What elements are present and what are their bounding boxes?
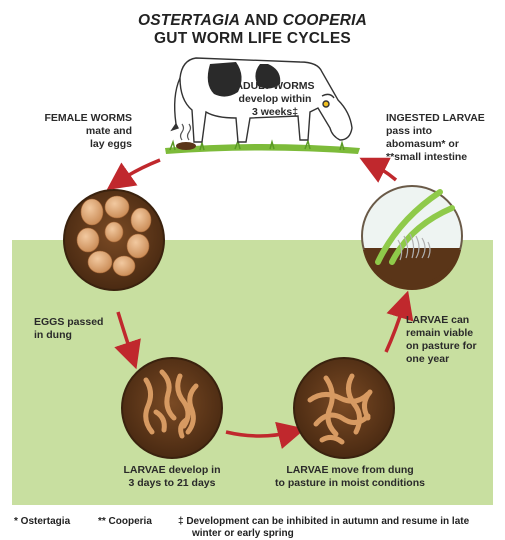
ingested-larvae-line4: **small intestine [386, 151, 496, 164]
female-worms-line3: lay eggs [36, 138, 132, 151]
larvae-move-heading: LARVAE move from dung [270, 464, 430, 477]
eggs-passed-line2: in dung [34, 329, 134, 342]
larvae-develop-heading: LARVAE develop in [114, 464, 230, 477]
footnote-inhibition: ‡ Development can be inhibited in autumn… [178, 516, 498, 540]
arrow-adult-to-eggs [118, 160, 160, 182]
larvae-move-line2: to pasture in moist conditions [270, 477, 430, 490]
larvae-viable-heading: LARVAE can [406, 314, 496, 327]
adult-worms-line2: develop within [220, 93, 330, 106]
label-female-worms: FEMALE WORMS mate and lay eggs [36, 112, 132, 151]
female-worms-heading: FEMALE WORMS [36, 112, 132, 125]
larvae-develop-line2: 3 days to 21 days [114, 477, 230, 490]
adult-worms-line3: 3 weeks‡ [220, 106, 330, 119]
larvae-on-grass-circle [362, 186, 462, 290]
eggs-passed-heading: EGGS passed [34, 316, 134, 329]
ingested-larvae-line2: pass into [386, 125, 496, 138]
label-larvae-move: LARVAE move from dung to pasture in mois… [270, 464, 430, 490]
larvae-viable-line4: one year [406, 353, 496, 366]
label-adult-worms: ADULT WORMS develop within 3 weeks‡ [220, 80, 330, 119]
footnote-cooperia: ** Cooperia [98, 516, 152, 528]
egg [105, 196, 129, 218]
ingested-larvae-heading: INGESTED LARVAE [386, 112, 496, 125]
label-ingested-larvae: INGESTED LARVAE pass into abomasum* or *… [386, 112, 496, 164]
female-worms-line2: mate and [36, 125, 132, 138]
label-larvae-viable: LARVAE can remain viable on pasture for … [406, 314, 496, 366]
label-larvae-develop: LARVAE develop in 3 days to 21 days [114, 464, 230, 490]
larvae-viable-line3: on pasture for [406, 340, 496, 353]
egg [81, 199, 103, 225]
arrow-pasture-to-grass [386, 304, 404, 352]
footnote-inhibition-line2: winter or early spring [178, 528, 498, 540]
egg [131, 208, 151, 232]
arrow-grass-to-cow [372, 164, 396, 180]
egg [113, 256, 135, 276]
adult-worms-heading: ADULT WORMS [220, 80, 330, 93]
egg [88, 251, 112, 273]
egg [105, 222, 123, 242]
egg [127, 234, 149, 258]
footnote-inhibition-line1: ‡ Development can be inhibited in autumn… [178, 516, 498, 528]
arrow-larvae-to-pasture [226, 432, 292, 436]
label-eggs-passed: EGGS passed in dung [34, 316, 134, 342]
larvae-in-dung-circle [122, 358, 222, 458]
footnote-ostertagia: * Ostertagia [14, 516, 70, 528]
ingested-larvae-line3: abomasum* or [386, 138, 496, 151]
larvae-on-pasture-circle [294, 358, 394, 458]
eggs-circle [64, 190, 164, 290]
larvae-viable-line2: remain viable [406, 327, 496, 340]
egg [77, 228, 99, 252]
